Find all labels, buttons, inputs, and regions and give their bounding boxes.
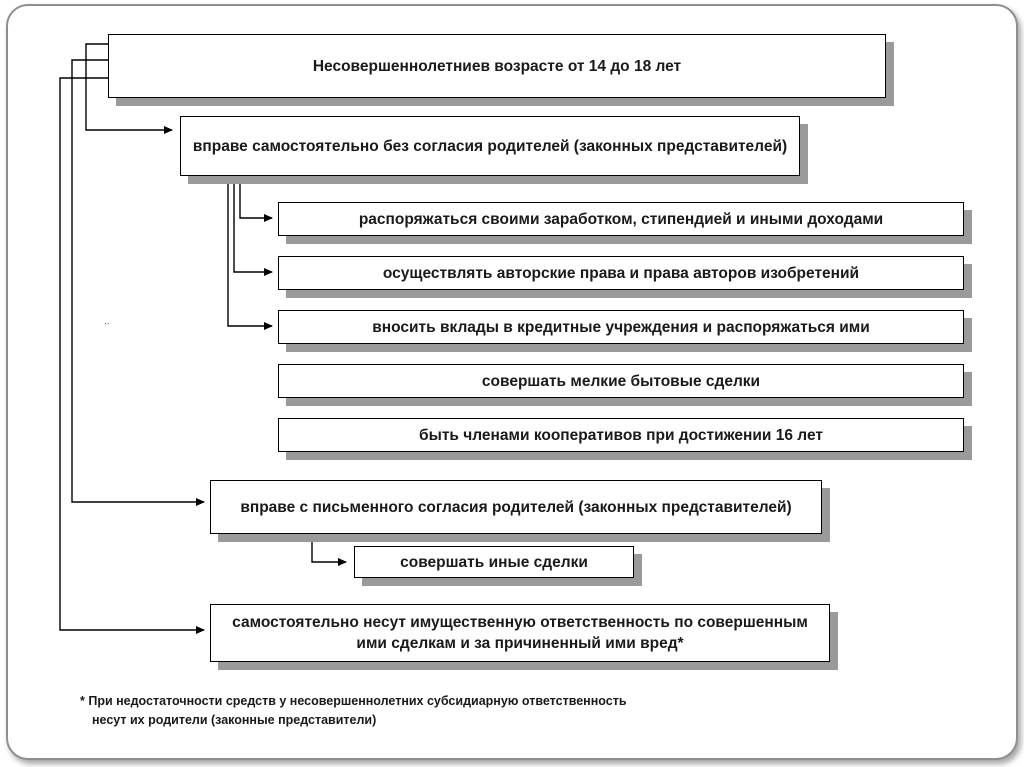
item-cooperatives-box: быть членами кооперативов при достижении…	[278, 418, 964, 452]
stray-mark: ..	[104, 316, 110, 327]
item-cooperatives-text: быть членами кооперативов при достижении…	[419, 426, 823, 444]
item-deposits-box: вносить вклады в кредитные учреждения и …	[278, 310, 964, 344]
connector-to-item-deposits	[227, 176, 273, 330]
connector-title-to-liability	[59, 77, 205, 634]
item-earnings-box: распоряжаться своими заработком, стипенд…	[278, 202, 964, 236]
item-deposits-text: вносить вклады в кредитные учреждения и …	[372, 318, 870, 336]
connector-title-to-with-consent	[71, 59, 205, 506]
liability-box: самостоятельно несут имущественную ответ…	[210, 604, 830, 662]
footnote: * При недостаточности средств у несоверш…	[80, 692, 840, 730]
connector-to-item-other-deals	[311, 534, 347, 566]
with-consent-box: вправе с письменного согласия родителей …	[210, 480, 822, 534]
connector-to-item-copyright	[233, 176, 273, 276]
footnote-line-1: * При недостаточности средств у несоверш…	[80, 694, 627, 708]
item-copyright-box: осуществлять авторские права и права авт…	[278, 256, 964, 290]
without-consent-box: вправе самостоятельно без согласия родит…	[180, 116, 800, 176]
connector-title-to-without-consent	[85, 43, 173, 134]
liability-text: самостоятельно несут имущественную ответ…	[232, 614, 808, 652]
title-text: Несовершеннолетниев возрасте от 14 до 18…	[312, 57, 682, 75]
item-small-deals-text: совершать мелкие бытовые сделки	[481, 372, 761, 390]
item-other-deals-text: совершать иные сделки	[400, 553, 588, 571]
item-small-deals-box: совершать мелкие бытовые сделки	[278, 364, 964, 398]
item-earnings-text: распоряжаться своими заработком, стипенд…	[358, 210, 884, 228]
title-box: Несовершеннолетниев возрасте от 14 до 18…	[108, 34, 886, 98]
without-consent-text: вправе самостоятельно без согласия родит…	[192, 137, 788, 155]
with-consent-text: вправе с письменного согласия родителей …	[240, 498, 792, 516]
connector-to-item-earnings	[239, 176, 273, 222]
item-other-deals-box: совершать иные сделки	[354, 546, 634, 578]
footnote-line-2: несут их родители (законные представител…	[92, 713, 377, 727]
item-copyright-text: осуществлять авторские права и права авт…	[382, 264, 860, 282]
